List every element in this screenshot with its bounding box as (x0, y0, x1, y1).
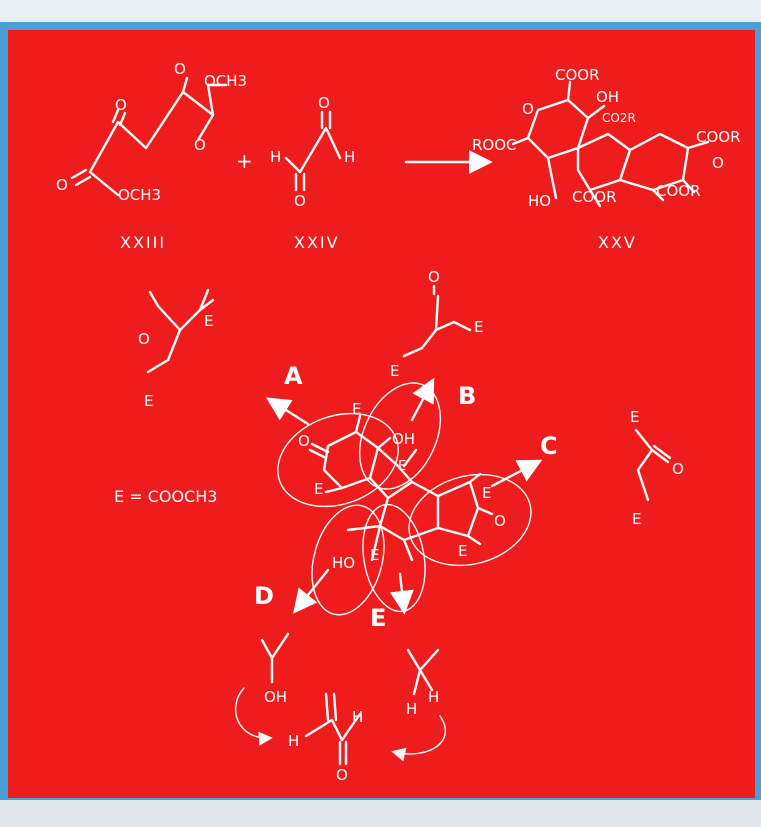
fragment-d-oh: OH (264, 688, 287, 706)
fragment-e: H H (391, 648, 447, 762)
center-e2: E (314, 480, 323, 498)
xxiv-o-top: O (318, 94, 330, 112)
region-loops (277, 382, 532, 616)
center-oh: OH (392, 430, 415, 448)
xxiii-o-keto: O (115, 96, 127, 114)
center-o-left: O (298, 432, 310, 450)
region-b-label: B (458, 382, 476, 410)
central-molecule: O E OH E E E O E HO E (298, 400, 506, 572)
xxv-ho-bottom: HO (528, 192, 551, 210)
legend-e-definition: E = COOCH3 (114, 487, 217, 506)
glyoxal-h-top: H (352, 708, 363, 726)
fragment-c-e-bottom: E (632, 510, 641, 528)
fragment-d: OH (234, 632, 290, 746)
label-xxiii: XXIII (120, 233, 166, 252)
fragment-c: E O E (630, 408, 684, 528)
xxv-coor-bottom-right: COOR (656, 182, 701, 200)
xxv-co2r-small: CO2R (602, 111, 636, 125)
region-a-label: A (284, 362, 303, 390)
fragment-b-e-bottom: E (390, 362, 399, 380)
label-xxiv: XXIV (294, 233, 340, 252)
xxiv-h-right: H (344, 148, 355, 166)
center-e4: E (458, 542, 467, 560)
xxv-coor-bottom-mid: COOR (572, 188, 617, 206)
center-e5: E (370, 546, 379, 564)
xxv-oh-top: OH (596, 88, 619, 106)
xxiii-ome-top: OCH3 (204, 72, 247, 90)
chemistry-diagram: O O OCH3 O O OCH3 XXIII + H H O O XXIV (56, 60, 741, 784)
glyoxal-o: O (336, 766, 348, 784)
xxv-o-right: O (712, 154, 724, 172)
xxiii-ome-bottom: OCH3 (118, 186, 161, 204)
reactant-xxiii: O O OCH3 O O OCH3 XXIII (56, 60, 247, 252)
fragment-a-o: O (138, 330, 150, 348)
plus-sign: + (236, 149, 253, 173)
center-e1: E (352, 400, 361, 418)
region-e-label: E (370, 604, 386, 632)
fragment-c-e-top: E (630, 408, 639, 426)
fragment-a-e-bottom: E (144, 392, 153, 410)
fragment-b-o: O (428, 268, 440, 286)
fragment-e-h1: H (406, 700, 417, 718)
region-arrows (265, 377, 543, 615)
region-d-label: D (254, 582, 274, 610)
center-ho: HO (332, 554, 355, 572)
bottom-strip (0, 800, 761, 827)
region-c-label: C (540, 432, 558, 460)
xxiii-o-ester-top: O (174, 60, 186, 78)
xxiii-o-ester-top-carbonyl: O (194, 136, 206, 154)
fragment-a-e-top: E (204, 312, 213, 330)
glyoxal-h-left: H (288, 732, 299, 750)
xxv-coor-right-top: COOR (696, 128, 741, 146)
xxiv-h-left: H (270, 148, 281, 166)
product-xxv: COOR OH CO2R O ROOC COOR O HO COOR COOR … (472, 66, 741, 252)
center-o-right: O (494, 512, 506, 530)
xxiii-o-ester-bottom: O (56, 176, 68, 194)
reactant-xxiv: H H O O XXIV (270, 94, 355, 252)
glyoxal: H H O (288, 692, 363, 784)
xxv-o-left: O (522, 100, 534, 118)
top-strip (0, 0, 761, 22)
fragment-e-h2: H (428, 688, 439, 706)
xxv-coor-top: COOR (555, 66, 600, 84)
label-xxv: XXV (598, 233, 637, 252)
red-slide: O O OCH3 O O OCH3 XXIII + H H O O XXIV (8, 30, 755, 798)
fragment-c-o: O (672, 460, 684, 478)
xxiv-o-bottom: O (294, 192, 306, 210)
center-e3: E (482, 484, 491, 502)
fragment-b-e-right: E (474, 318, 483, 336)
fragment-a: O E E E (138, 288, 215, 410)
xxv-rooc-left: ROOC (472, 136, 517, 154)
center-e-inner: E (398, 459, 406, 474)
fragment-b: O E E (390, 268, 483, 380)
